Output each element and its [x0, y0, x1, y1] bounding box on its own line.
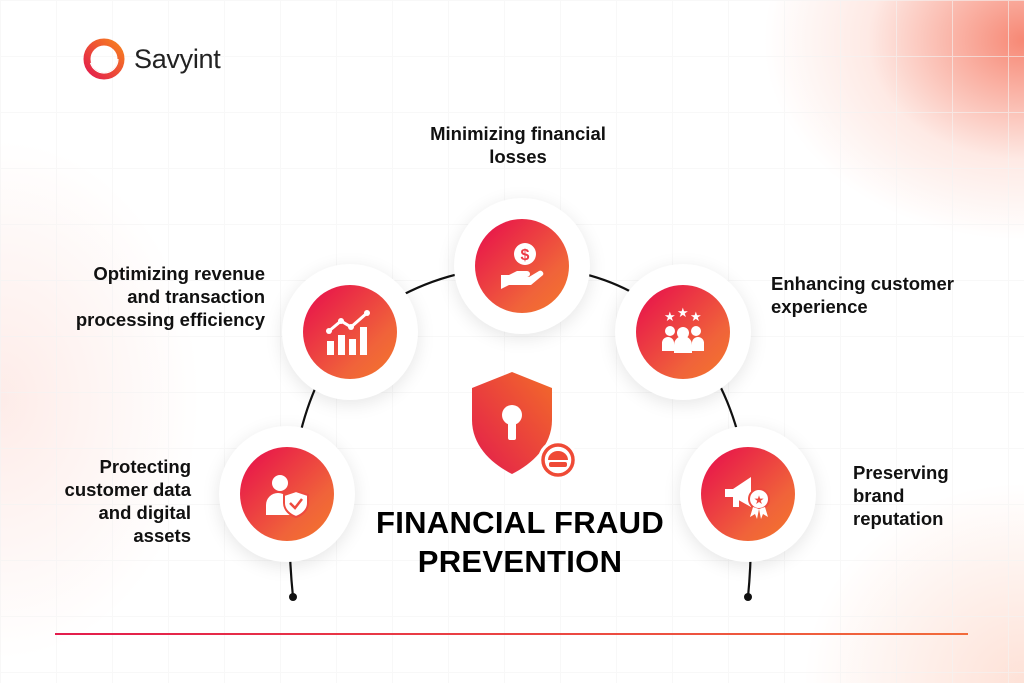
bottom-divider	[55, 633, 968, 635]
node-customer-experience: ★★★	[615, 264, 751, 400]
diagram-title: FINANCIAL FRAUD PREVENTION	[300, 503, 740, 581]
node-brand-reputation: ★	[680, 426, 816, 562]
hand-dollar-icon: $	[501, 243, 544, 289]
label-minimizing-losses: Minimizing financial losses	[430, 123, 606, 167]
label-optimizing-revenue: Optimizing revenue and transaction proce…	[75, 263, 265, 330]
svg-text:★: ★	[677, 305, 689, 320]
growth-chart-icon	[326, 310, 370, 355]
svg-text:★: ★	[664, 309, 676, 324]
label-customer-experience: Enhancing customer experience	[771, 273, 954, 317]
svg-text:$: $	[521, 247, 530, 264]
node-protecting-data	[219, 426, 355, 562]
arc-end-dot-left	[289, 593, 297, 601]
fraudster-icon	[541, 443, 575, 477]
savyint-logo: Savyint	[82, 37, 221, 81]
shield-keyhole-icon	[472, 372, 578, 480]
title-line-2: PREVENTION	[417, 544, 623, 579]
user-shield-icon	[266, 475, 309, 519]
node-minimizing-losses: $	[454, 198, 590, 334]
megaphone-badge-icon: ★	[725, 477, 770, 519]
title-line-1: FINANCIAL FRAUD	[375, 505, 665, 540]
logo-ring-icon	[83, 38, 125, 80]
customers-stars-icon: ★★★	[662, 305, 704, 353]
svg-text:★: ★	[754, 493, 765, 507]
label-brand-reputation: Preserving brand reputation	[853, 462, 949, 529]
logo-text: Savyint	[134, 43, 221, 74]
svg-text:★: ★	[690, 309, 702, 324]
node-optimizing-revenue	[282, 264, 418, 400]
label-protecting-data: Protecting customer data and digital ass…	[64, 456, 191, 546]
arc-end-dot-right	[744, 593, 752, 601]
